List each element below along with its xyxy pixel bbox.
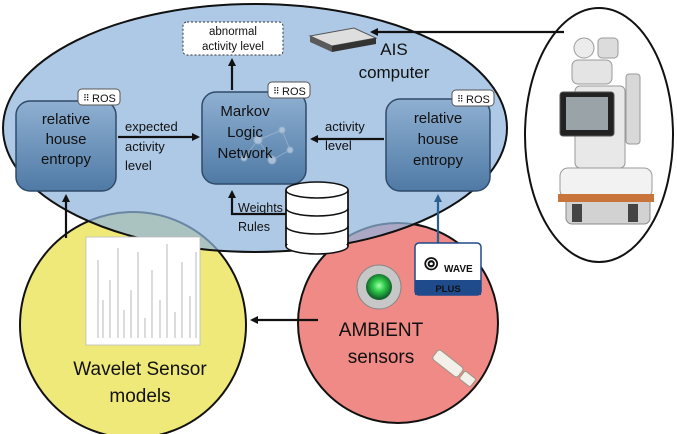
door-sensor-icon (432, 349, 476, 387)
edge-right-line1: activity (325, 119, 365, 134)
edge-left-line3: level (125, 158, 152, 173)
mln-line1: Markov (220, 103, 270, 120)
center-ros-badge: ⠿ ROS (267, 81, 311, 99)
ros-grid-icon: ⠿ (83, 93, 90, 103)
output-label-line1: abnormal (209, 26, 257, 38)
center-ros-text: ROS (282, 86, 306, 98)
right-block-line3: entropy (413, 152, 464, 169)
left-ros-text: ROS (92, 93, 116, 105)
mln-line2: Logic (227, 124, 263, 141)
ais-label-line1: AIS (380, 40, 407, 59)
wavelet-label-line2: models (109, 386, 170, 407)
right-ros-text: ROS (466, 94, 490, 106)
wavelet-plot-thumbnail (85, 236, 201, 346)
zwave-brand-text: WAVE (444, 264, 473, 275)
ambient-label-line1: AMBIENT (339, 320, 424, 341)
left-block-line2: house (46, 131, 87, 148)
edge-right-line2: level (325, 138, 352, 153)
output-box (182, 21, 284, 56)
robot-illustration (558, 37, 654, 225)
wavelet-label-line1: Wavelet Sensor (73, 359, 207, 380)
svg-text:⠿: ⠿ (273, 86, 280, 96)
db-rules-label: Rules (238, 220, 270, 234)
zwave-wave-glyph: ⦾ (424, 254, 439, 274)
right-block-line1: relative (414, 110, 462, 127)
db-to-mln-arrow (228, 190, 286, 216)
ais-computer-icon (308, 27, 378, 52)
output-label-line2: activity level (202, 41, 264, 53)
database-icon (285, 181, 349, 255)
right-ros-badge: ⠿ ROS (451, 89, 495, 107)
mln-line3: Network (217, 145, 273, 162)
ais-label-line2: computer (359, 63, 430, 82)
edge-left-line1: expected (125, 119, 178, 134)
svg-text:⠿: ⠿ (457, 94, 464, 104)
left-block-line1: relative (42, 111, 90, 128)
zwave-plus-logo: ⦾ WAVE PLUS (414, 242, 482, 296)
edge-left-line2: activity (125, 139, 165, 154)
left-entropy-block (15, 100, 117, 192)
ambient-label-line2: sensors (348, 347, 415, 368)
db-weights-label: Weights (238, 201, 283, 215)
left-ros-badge: ⠿ ROS (77, 88, 121, 106)
network-graph-icon (240, 126, 294, 165)
zwave-plus-text: PLUS (435, 284, 460, 295)
right-block-line2: house (418, 131, 459, 148)
left-block-line3: entropy (41, 151, 92, 168)
right-entropy-block (385, 98, 491, 192)
motion-sensor-icon (356, 264, 402, 310)
